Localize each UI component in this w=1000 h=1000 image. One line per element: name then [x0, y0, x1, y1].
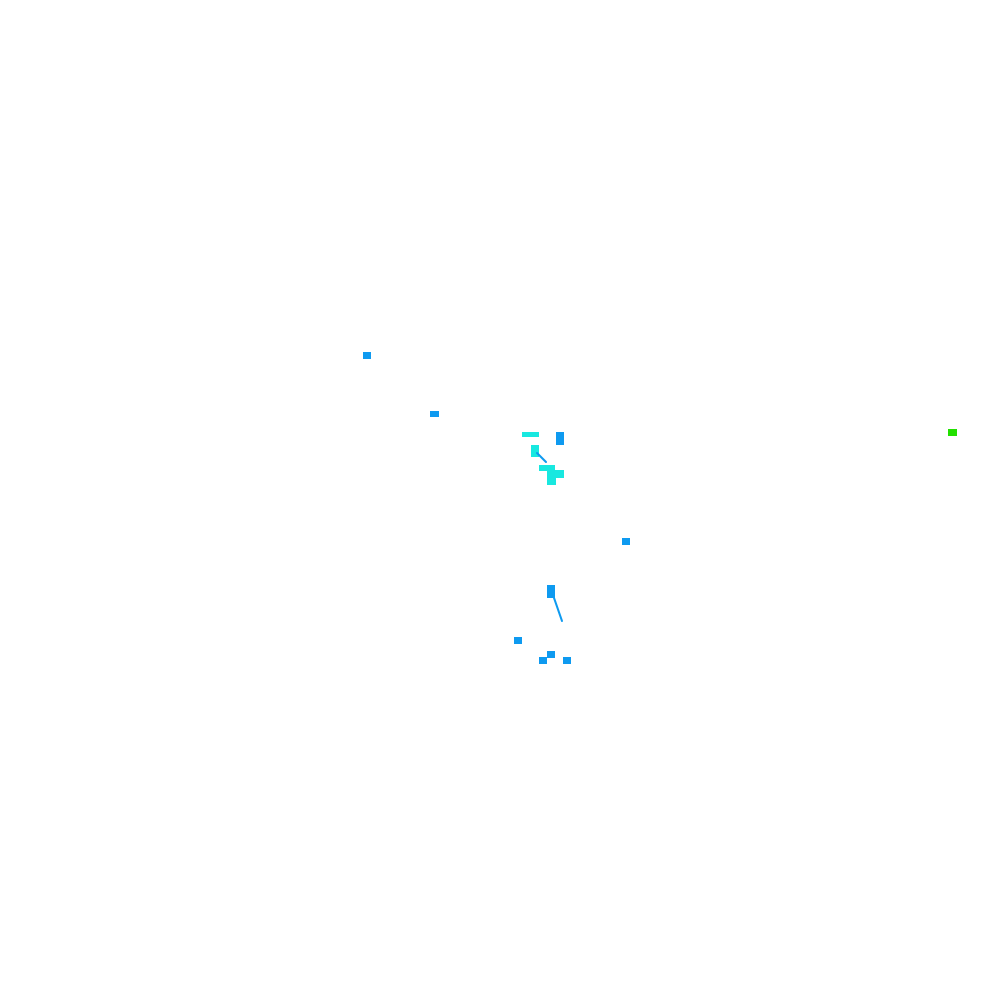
- map-feature-cyan-f9[interactable]: [547, 476, 556, 485]
- map-feature-cyan-f7[interactable]: [539, 465, 555, 471]
- map-feature-cyan-f8[interactable]: [547, 470, 564, 478]
- map-feature-blue-f6[interactable]: [536, 452, 547, 463]
- map-feature-green-f17[interactable]: [948, 429, 957, 436]
- map-feature-blue-f14[interactable]: [547, 651, 555, 658]
- map-feature-cyan-f3[interactable]: [522, 432, 539, 437]
- map-feature-blue-f16[interactable]: [563, 657, 571, 664]
- map-feature-blue-f4[interactable]: [556, 432, 564, 445]
- map-feature-cyan-f5[interactable]: [531, 445, 539, 457]
- map-feature-blue-f1[interactable]: [363, 352, 371, 359]
- map-feature-blue-f12[interactable]: [552, 594, 563, 622]
- map-feature-blue-f2[interactable]: [430, 411, 439, 417]
- map-feature-blue-f10[interactable]: [622, 538, 630, 545]
- map-feature-blue-f15[interactable]: [539, 657, 547, 664]
- map-feature-blue-f13[interactable]: [514, 637, 522, 644]
- map-feature-blue-f11[interactable]: [547, 585, 555, 598]
